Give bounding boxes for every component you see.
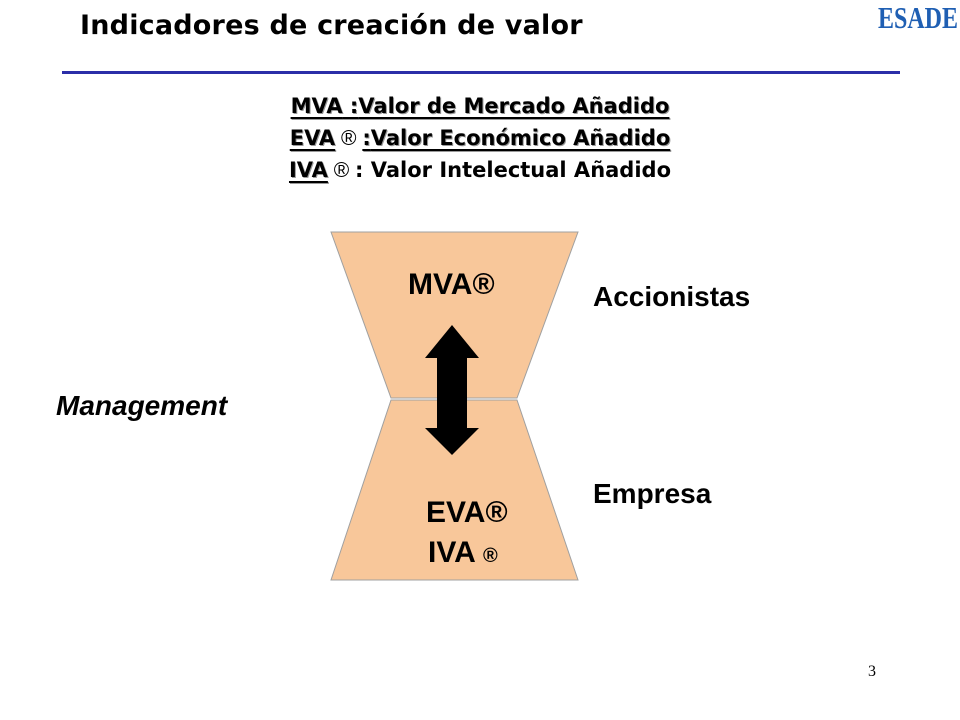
accionistas-label: Accionistas (593, 281, 751, 312)
mva-meaning: Valor de Mercado Añadido (358, 94, 670, 118)
management-label: Management (56, 390, 228, 421)
iva-label: IVA ® (428, 536, 498, 570)
logo-text: ESADE (878, 0, 958, 35)
eva-meaning: Valor Económico Añadido (370, 126, 671, 150)
eva-label: EVA® (426, 496, 508, 529)
eva-meaning-text: :Valor Económico Añadido (362, 126, 670, 150)
eva-reg: ® (335, 127, 363, 150)
iva-label-reg: ® (483, 545, 498, 567)
definition-iva: IVA ® : Valor Intelectual Añadido (0, 158, 960, 182)
iva-label-text: IVA (428, 536, 475, 569)
hourglass-bottom-shape (330, 399, 579, 581)
empresa-label: Empresa (593, 478, 712, 509)
esade-logo: ESADE (878, 0, 958, 35)
eva-separator: : (362, 126, 371, 150)
definition-mva-text: MVA :Valor de Mercado Añadido (291, 94, 670, 118)
mva-label: MVA® (408, 268, 495, 301)
definition-eva: EVA ® :Valor Económico Añadido (0, 126, 960, 150)
double-arrow-icon (425, 325, 479, 455)
page-number: 3 (868, 663, 876, 680)
mva-acronym: MVA (290, 94, 343, 118)
iva-acronym: IVA (288, 158, 328, 182)
page-title: Indicadores de creación de valor (80, 10, 583, 41)
iva-reg: ® (327, 159, 356, 182)
hourglass-top-shape (330, 231, 579, 399)
title-rule (62, 71, 900, 74)
mva-separator: : (342, 94, 359, 118)
iva-meaning: Valor Intelectual Añadido (370, 158, 671, 182)
definition-mva: MVA :Valor de Mercado Añadido (0, 96, 960, 117)
eva-acronym: EVA (289, 126, 336, 150)
iva-separator: : (355, 158, 371, 182)
